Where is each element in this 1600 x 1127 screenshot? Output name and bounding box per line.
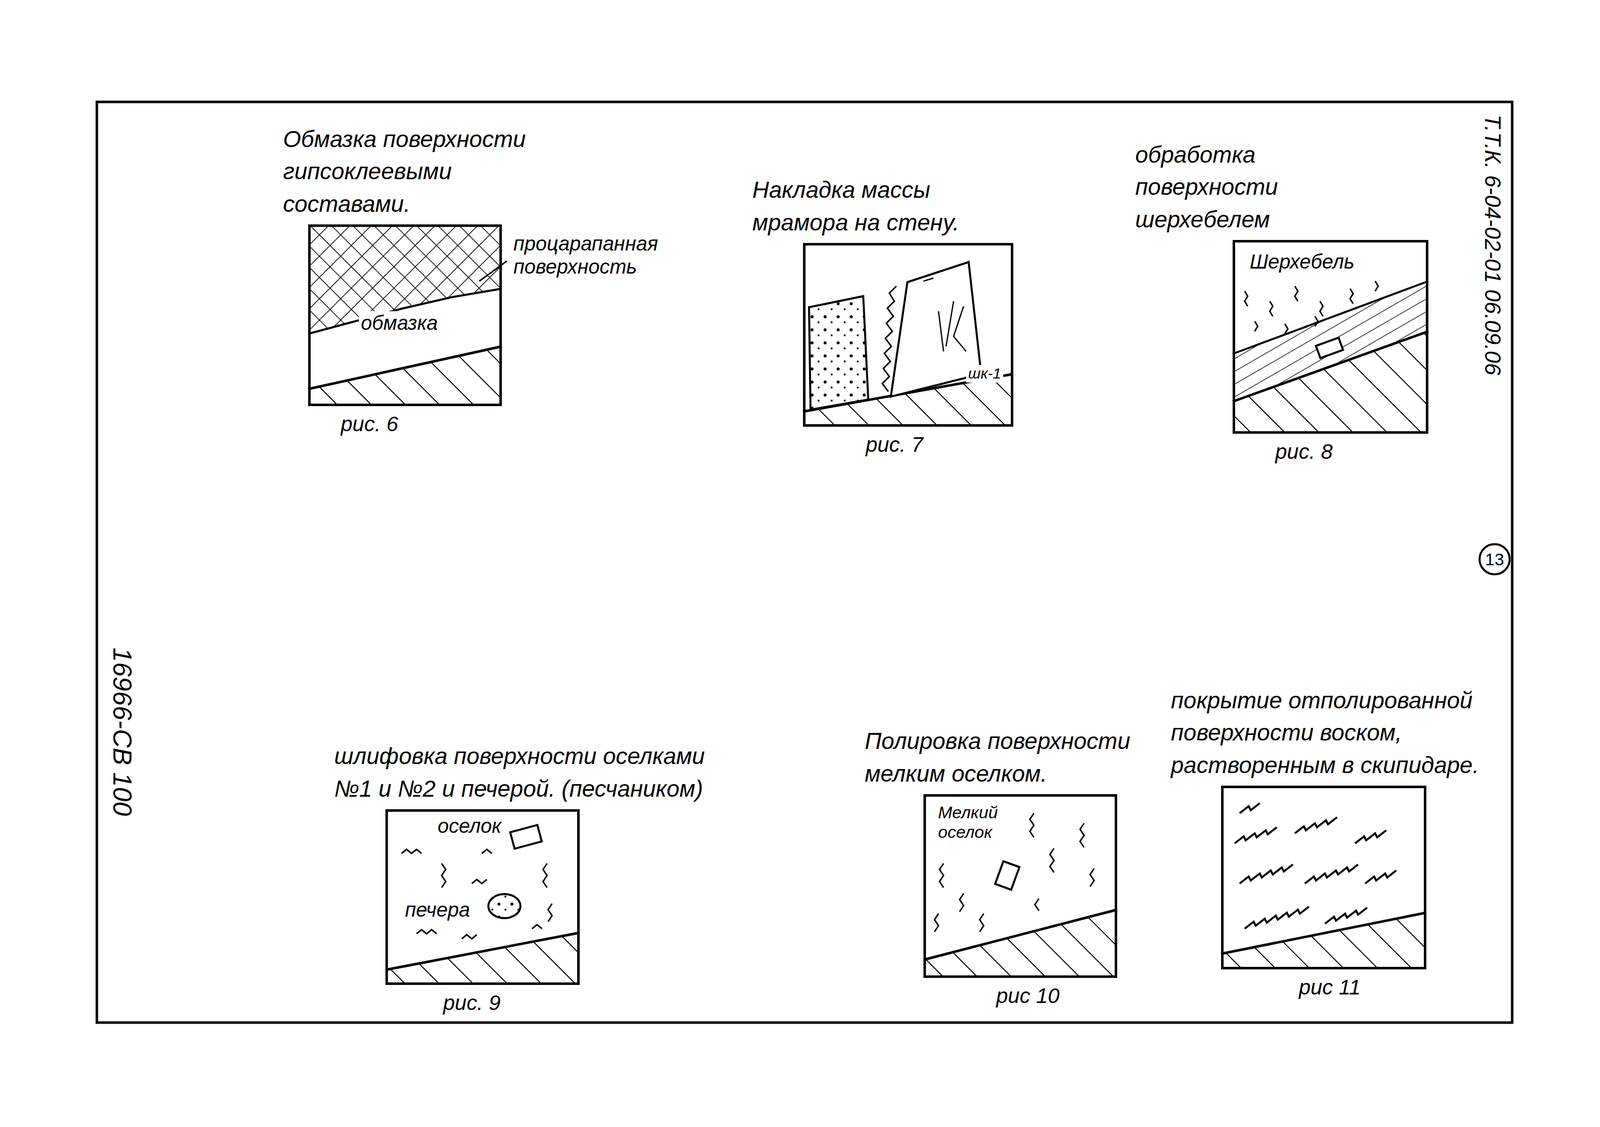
grinding-marks	[401, 849, 553, 939]
wall-line	[923, 909, 1118, 960]
document-code: Т.Т.К. 6-04-02-01 06.09.06	[1479, 114, 1507, 386]
wall-line	[308, 346, 502, 389]
figure-box: Полировка поверхности мелким оселком.Мел…	[923, 793, 1118, 978]
leader-line	[479, 260, 507, 282]
figure-label: шк-1	[966, 364, 1004, 383]
wall-base	[385, 932, 580, 985]
figure-label: Мелкий оселок	[936, 802, 1026, 842]
archive-number: 16966-СВ 100	[105, 647, 139, 929]
wall-base	[1232, 331, 1429, 434]
figure-label: обмазка	[358, 311, 440, 335]
wall-base	[308, 346, 502, 407]
scratched-surface	[308, 224, 502, 334]
figure-label: печера	[403, 897, 472, 921]
page-number: 13	[1478, 543, 1511, 576]
whetstone	[510, 824, 543, 849]
sheet-frame	[96, 101, 1513, 1023]
wall-line	[385, 932, 580, 970]
figure-heading: Накладка массы мрамора на стену.	[752, 173, 989, 239]
figure-caption: рис. 7	[865, 430, 923, 460]
fine-whetstone	[995, 861, 1020, 890]
sandstone	[488, 893, 521, 918]
figure-label: процарапанная поверхность	[511, 231, 682, 279]
figure-box: обработка поверхности шерхебелемШерхебел…	[1232, 239, 1429, 434]
figure-heading: обработка поверхности шерхебелем	[1135, 138, 1372, 236]
figure-caption: рис. 6	[340, 409, 398, 440]
wall-base	[1221, 912, 1427, 970]
figure-caption: рис. 9	[443, 988, 501, 1018]
figure-label: Шерхебель	[1247, 249, 1357, 274]
mass-layer	[809, 296, 869, 410]
figure-box: Накладка массы мрамора на стену.шк-1рис.…	[803, 242, 1014, 427]
wall-base	[923, 909, 1118, 978]
figure-caption: рис. 8	[1275, 437, 1333, 467]
wax-strokes	[1234, 803, 1397, 929]
figure-heading: Обмазка поверхности гипсоклеевыми состав…	[283, 122, 565, 220]
figure-caption: рис 10	[996, 981, 1060, 1011]
slab-edge	[882, 286, 897, 392]
figure-heading: покрытие отполированной поверхности воск…	[1170, 684, 1498, 781]
slab-veins	[923, 278, 967, 352]
figure-heading: шлифовка поверхности оселками №1 и №2 и …	[334, 739, 706, 805]
figure-heading: Полировка поверхности мелким оселком.	[864, 724, 1146, 790]
wall-line	[1221, 912, 1427, 954]
plane-tool	[1315, 337, 1344, 359]
figure-box: Обмазка поверхности гипсоклеевыми состав…	[308, 224, 502, 407]
figure-box: покрытие отполированной поверхности воск…	[1221, 785, 1427, 970]
figure-label: оселок	[435, 814, 504, 838]
surface-line	[308, 288, 502, 334]
wall-line	[1232, 331, 1429, 402]
figure-caption: рис 11	[1298, 972, 1361, 1003]
figure-box: шлифовка поверхности оселками №1 и №2 и …	[385, 809, 580, 985]
shavings	[1244, 281, 1379, 334]
